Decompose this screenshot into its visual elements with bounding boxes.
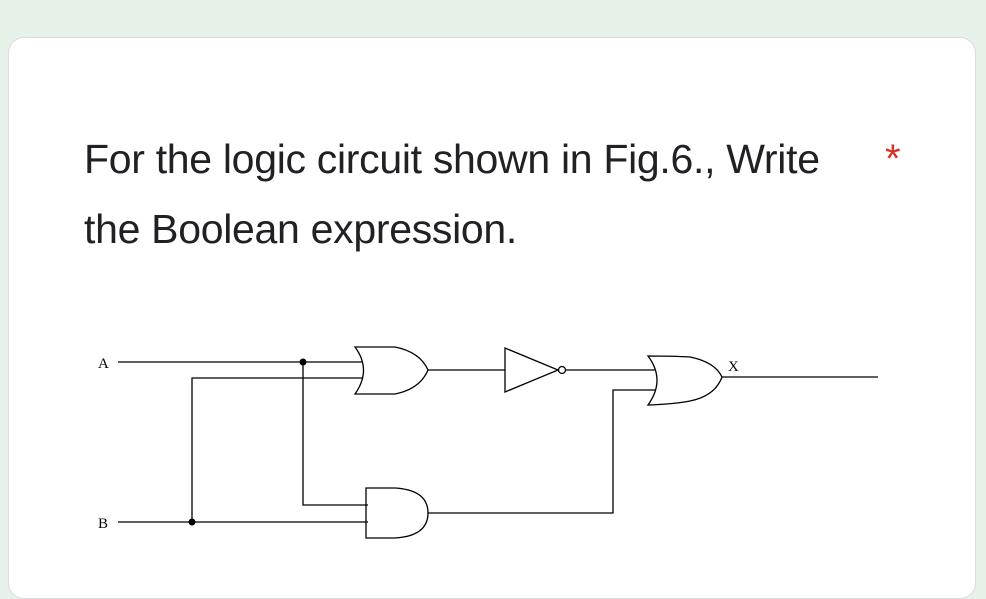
not-bubble [557,365,567,375]
and-gate [365,487,429,539]
or-gate [353,346,429,395]
or-gate-output [646,355,723,406]
output-x-label: X [728,359,739,375]
question-card: For the logic circuit shown in Fig.6., W… [8,37,976,599]
junction-dot [299,358,307,366]
logic-circuit-figure: A B X [98,346,878,539]
not-gate [504,347,560,393]
wires [118,361,878,523]
junction-dot [188,518,196,526]
question-title: For the logic circuit shown in Fig.6., W… [84,136,820,252]
required-asterisk: * [885,137,901,181]
input-b-label: B [98,516,108,532]
input-a-label: A [98,356,109,372]
